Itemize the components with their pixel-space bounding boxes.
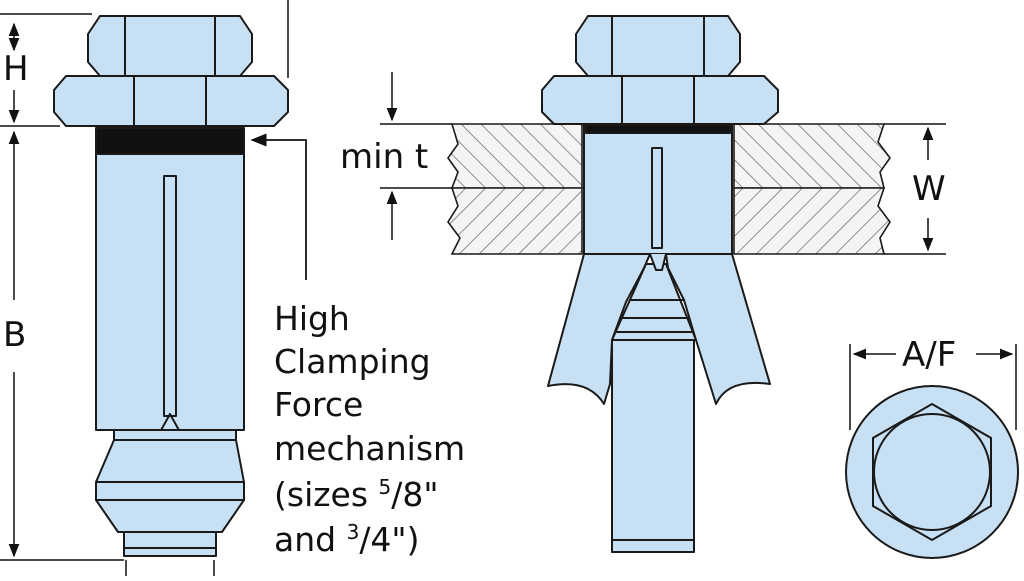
left-hex-head — [87, 15, 253, 77]
end-view-af — [845, 385, 1019, 559]
dimension-lines-af — [849, 344, 1017, 430]
mid-bolt-shaft — [611, 339, 695, 553]
left-flange-washer — [53, 75, 289, 127]
dimension-min-t-label: min t — [340, 137, 428, 177]
note-line-2: Clamping — [274, 342, 431, 381]
left-serrated-band — [113, 429, 237, 441]
mid-clamping-ring — [585, 124, 731, 134]
note-line-3: Force — [274, 385, 363, 424]
dimension-af-label: A/F — [902, 335, 956, 375]
bottom-plate-left — [447, 187, 583, 255]
clamping-force-note: High Clamping Force mechanism (sizes 5/8… — [274, 299, 465, 559]
note-line-4: mechanism — [274, 429, 465, 468]
mid-sleeve-slot — [651, 147, 663, 249]
left-sleeve-slot — [163, 175, 177, 417]
dimension-h-label: H — [3, 49, 29, 89]
left-anchor-bolt — [53, 15, 289, 557]
note-line-1: High — [274, 299, 350, 338]
dimension-b-label: B — [3, 315, 26, 355]
dimension-lines-middle — [380, 72, 946, 255]
top-plate-left — [447, 123, 583, 189]
bottom-plate-right — [733, 187, 891, 255]
dimension-w-label: W — [912, 169, 946, 209]
note-line-5: (sizes 5/8" — [274, 475, 439, 514]
dimension-lines-left — [0, 0, 289, 576]
end-view-inner-circle — [873, 413, 991, 531]
clamping-leader — [250, 133, 307, 280]
left-expansion-cone — [95, 439, 245, 501]
mid-expanded-leg-left — [547, 253, 651, 405]
left-bolt-tip — [123, 531, 217, 557]
mid-hex-head — [575, 15, 741, 77]
installed-anchor-bolt — [541, 15, 779, 553]
left-clamping-ring — [95, 127, 245, 155]
note-line-6: and 3/4") — [274, 520, 419, 559]
mid-flange-washer — [541, 75, 779, 125]
fixture-plates — [447, 123, 891, 255]
top-plate-right — [733, 123, 891, 189]
mid-expanded-leg-right — [665, 253, 771, 405]
left-cone-tail — [95, 499, 245, 533]
